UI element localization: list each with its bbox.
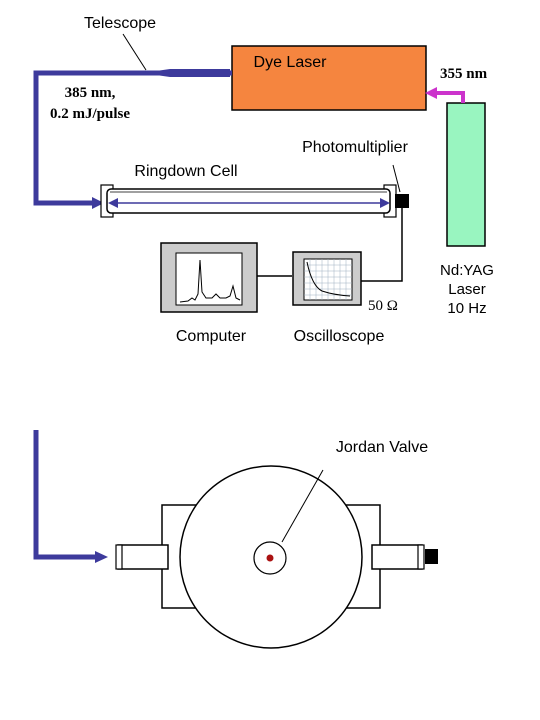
probe-beam-path: [33, 70, 232, 206]
photomultiplier-pointer: [392, 164, 401, 193]
ndyag-label-line2: Laser: [448, 281, 486, 298]
uv-pump-beam: [436, 91, 465, 103]
ndyag-label-line1: Nd:YAG: [440, 262, 494, 279]
wavelength-label: 385 nm,: [65, 85, 116, 101]
computer-monitor: [160, 242, 258, 313]
photomultiplier-detector-bottom: [425, 549, 438, 564]
ndyag-label-line3: 10 Hz: [447, 300, 486, 317]
photomultiplier-detector: [395, 194, 409, 208]
jordan-valve-label: Jordan Valve: [336, 439, 428, 456]
computer-spectrum-trace: [179, 259, 241, 303]
computer-label: Computer: [176, 328, 247, 345]
cell-tube-left: [115, 544, 169, 570]
valve-orifice: [266, 554, 274, 562]
probe-beam-bottom: [33, 430, 96, 560]
dye-laser-box: [231, 45, 427, 111]
telescope-label: Telescope: [84, 15, 156, 32]
probe-beam-bottom-arrowhead: [95, 551, 108, 563]
pulse-energy-label: 0.2 mJ/pulse: [50, 106, 130, 122]
ringdown-cell-label: Ringdown Cell: [134, 163, 237, 180]
termination-resistor-label: 50 Ω: [368, 298, 398, 314]
signal-cable: [361, 208, 403, 282]
dye-laser-label: Dye Laser: [254, 54, 328, 71]
jordan-valve-pointer: [281, 469, 324, 543]
telescope-pointer: [122, 33, 147, 71]
ringdown-cell: [100, 184, 397, 218]
oscilloscope-monitor: [292, 251, 362, 306]
oscilloscope-decay-trace: [306, 261, 351, 297]
nm355-label: 355 nm: [440, 66, 488, 82]
probe-beam-arrowhead: [92, 197, 104, 209]
telescope-icon: [142, 69, 230, 77]
oscilloscope-label: Oscilloscope: [294, 328, 385, 345]
uv-pump-beam-arrowhead: [425, 87, 437, 99]
cell-tube-right: [371, 544, 425, 570]
ndyag-laser-box: [446, 102, 486, 247]
photomultiplier-label: Photomultiplier: [302, 139, 409, 156]
